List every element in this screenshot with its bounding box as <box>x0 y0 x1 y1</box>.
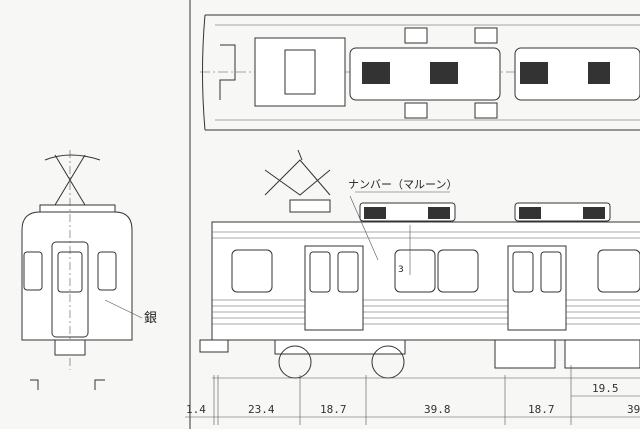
silver-note: 銀 <box>144 311 157 326</box>
upper-dimension-label: 19.5 <box>592 382 619 395</box>
dimension-label: 18.7 <box>528 403 555 416</box>
dimension-lines: 1.4 23.4 18.7 39.8 18.7 39 19.5 <box>185 365 640 425</box>
dimension-label: 39 <box>627 403 640 416</box>
dimension-label: 1.4 <box>186 403 206 416</box>
plan-view <box>189 0 640 429</box>
side-view: ナンバー（マルーン） 3 <box>199 149 640 379</box>
number-note: ナンバー（マルーン） <box>348 178 457 191</box>
dimension-label: 39.8 <box>424 403 451 416</box>
dimension-label: 18.7 <box>320 403 347 416</box>
front-view: 銀 <box>21 150 157 390</box>
height-mark: 3 <box>398 265 404 275</box>
dimension-label: 23.4 <box>248 403 275 416</box>
